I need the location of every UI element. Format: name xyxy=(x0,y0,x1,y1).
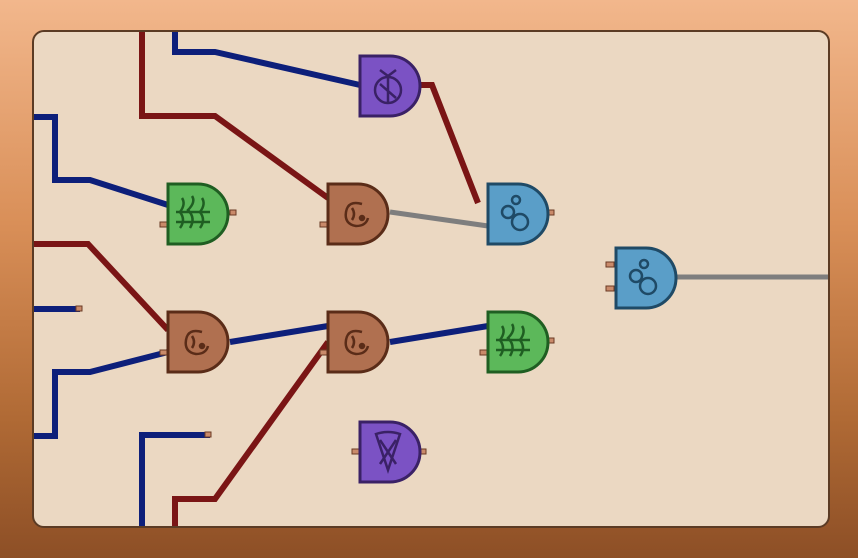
bubble-gate-upper[interactable] xyxy=(486,182,550,246)
shrimp-icon xyxy=(344,329,370,356)
seaweed-icon xyxy=(496,323,530,357)
shrimp-icon xyxy=(344,201,370,228)
wire-red-bottom xyxy=(172,340,331,526)
fan-icon xyxy=(374,430,402,474)
shrimp-gate-lower-left[interactable] xyxy=(166,310,230,374)
fan-gate-bottom[interactable] xyxy=(358,420,422,484)
wire-blue-left-upper xyxy=(34,114,169,208)
wire-blue-shrimp-to-seaweed xyxy=(389,323,489,345)
bubbles-icon xyxy=(500,194,530,232)
wire-red-top xyxy=(139,32,330,201)
seaweed-icon xyxy=(176,195,210,229)
seaweed-gate-right[interactable] xyxy=(486,310,550,374)
wire-blue-top xyxy=(172,32,361,88)
bubble-gate-output[interactable] xyxy=(614,246,678,310)
circuit-canvas xyxy=(34,32,828,526)
shrimp-gate-upper[interactable] xyxy=(326,182,390,246)
circuit-board[interactable] xyxy=(32,30,830,528)
pins xyxy=(75,209,615,455)
wire-red-left xyxy=(34,241,171,333)
wire-red-pouch-to-bubble xyxy=(418,82,481,205)
bubbles-icon xyxy=(628,258,658,296)
wire-blue-shrimp-to-shrimp xyxy=(229,323,329,345)
pouch-icon xyxy=(373,69,403,105)
wire-gray-shrimp-to-bubble xyxy=(389,209,489,229)
shrimp-gate-lower-mid[interactable] xyxy=(326,310,390,374)
wire-blue-bottom-hook xyxy=(139,432,210,526)
seaweed-gate-left[interactable] xyxy=(166,182,230,246)
wire-blue-left-lower xyxy=(34,349,169,439)
shrimp-icon xyxy=(184,329,210,356)
pouch-gate-top[interactable] xyxy=(358,54,422,118)
